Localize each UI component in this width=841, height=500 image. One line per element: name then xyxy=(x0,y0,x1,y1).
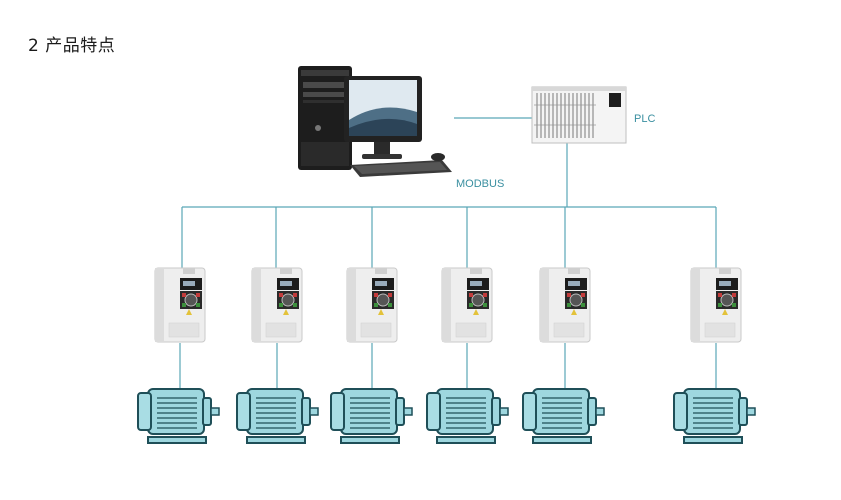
motor-icon-5 xyxy=(522,388,605,444)
desktop-computer-icon xyxy=(298,66,452,177)
inverter-icon-5 xyxy=(539,267,591,343)
motor-icon-6 xyxy=(673,388,756,444)
inverter-icon-3 xyxy=(346,267,398,343)
inverter-icon-1 xyxy=(154,267,206,343)
motor-icon-1 xyxy=(137,388,220,444)
inverter-icon-2 xyxy=(251,267,303,343)
motor-icon-4 xyxy=(426,388,509,444)
inverter-icon-6 xyxy=(690,267,742,343)
inverter-icon-4 xyxy=(441,267,493,343)
page-title: 2 产品特点 xyxy=(28,36,116,56)
plc-label: PLC xyxy=(634,113,656,125)
plc-icon xyxy=(531,86,627,144)
modbus-label: MODBUS xyxy=(456,178,505,190)
bus-lines xyxy=(179,117,717,390)
motor-icon-2 xyxy=(236,388,319,444)
motor-icon-3 xyxy=(330,388,413,444)
